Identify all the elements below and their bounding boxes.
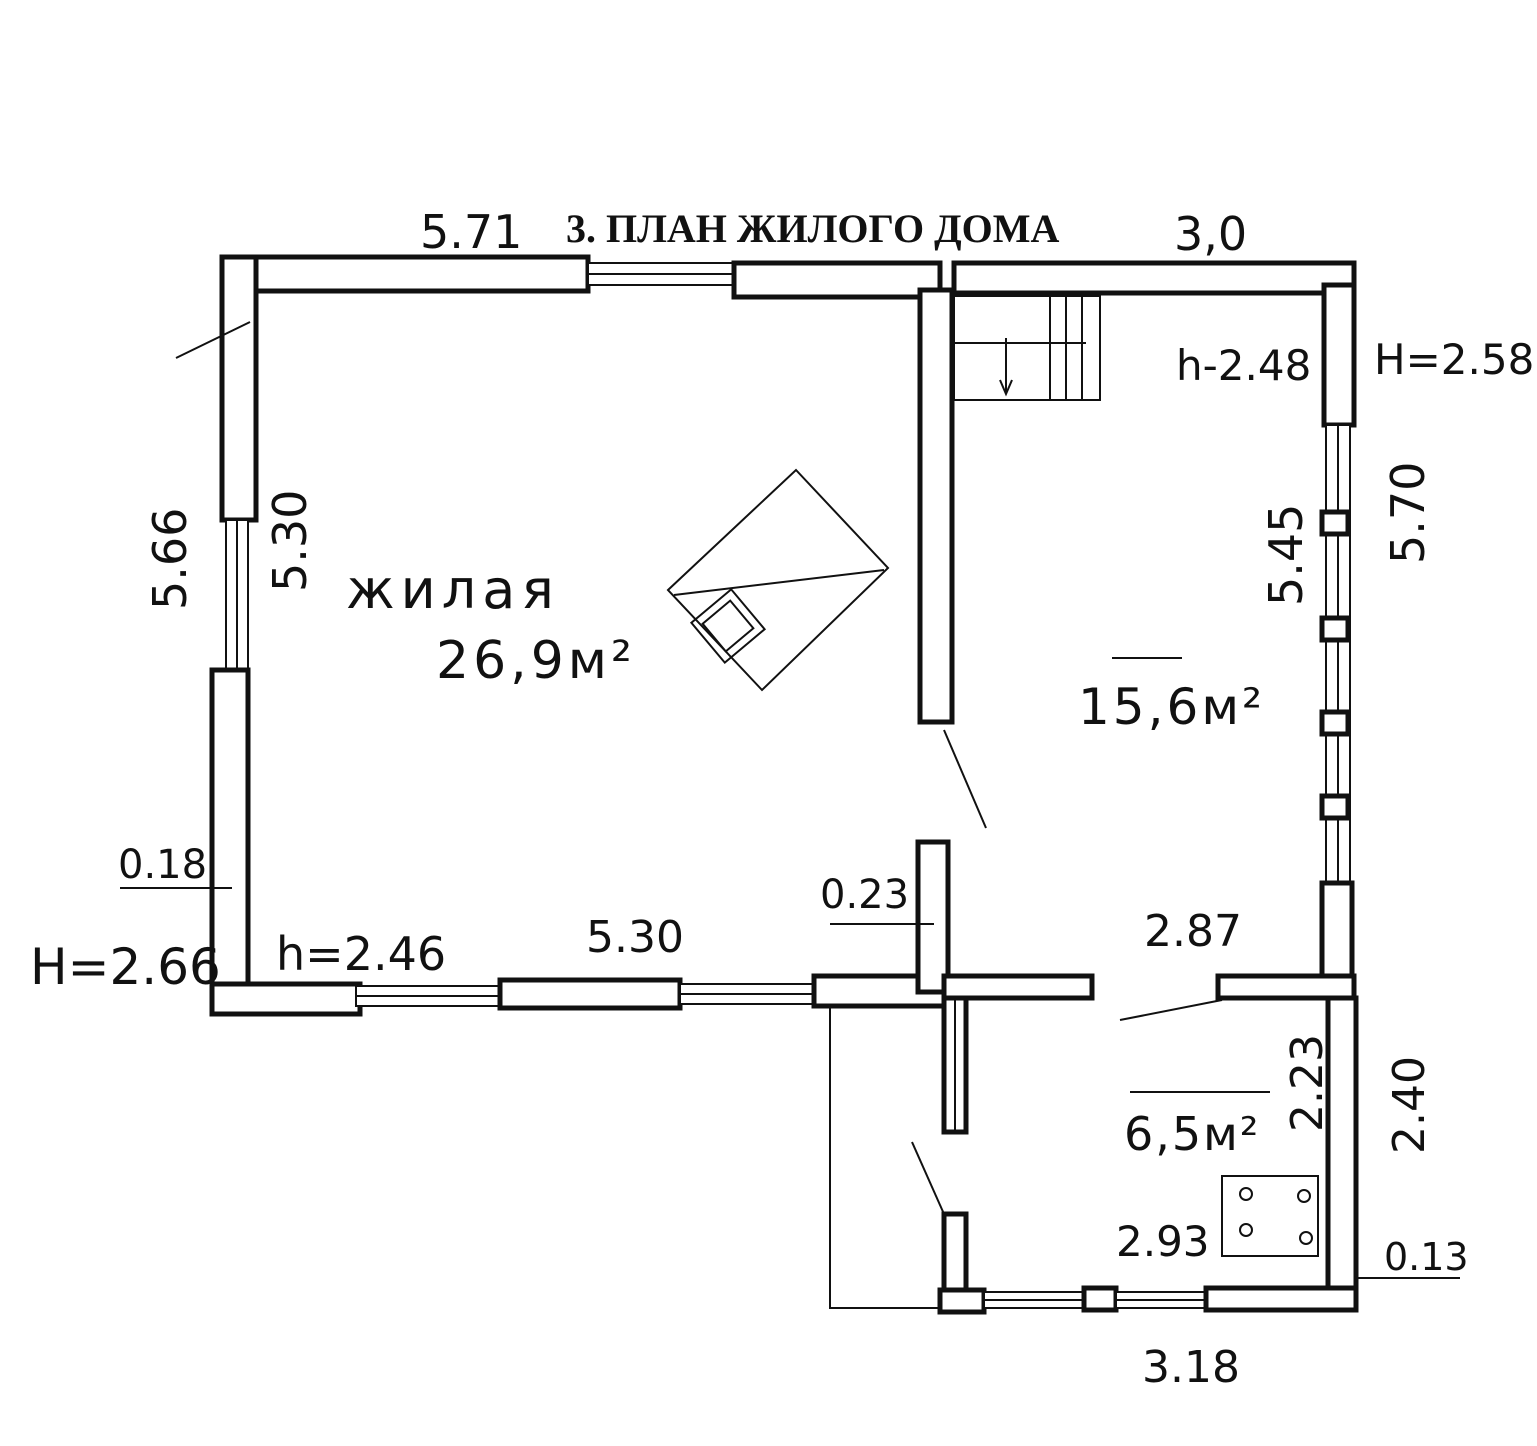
dim-top-right: 3,0 <box>1174 207 1247 261</box>
wall-left-upper <box>219 254 259 523</box>
dim-left-outer: 5.66 <box>143 508 197 610</box>
dim-left-inner: 5.30 <box>263 490 317 592</box>
wall-kitchen-top-right <box>1215 973 1357 1001</box>
thickness-partition: 0.23 <box>820 872 909 918</box>
dim-kitchen-height-outer: 2.40 <box>1384 1056 1435 1154</box>
partition-lower <box>915 839 951 995</box>
wall-left-lower <box>209 667 251 1017</box>
door-swing-partition <box>943 729 987 829</box>
cooker <box>1221 1175 1319 1257</box>
dim-bottom-inner: 5.30 <box>586 912 684 963</box>
dim-top-left: 5.71 <box>420 205 522 259</box>
wall-bottom-left <box>209 981 363 1017</box>
staircase <box>953 295 1101 401</box>
veranda-outline <box>829 1006 940 1309</box>
door-swing-entrance <box>911 1141 945 1215</box>
kitchen-mullion <box>1081 1285 1119 1313</box>
wall-bottom-middle <box>497 977 683 1011</box>
stove <box>666 468 890 692</box>
kitchen-left-wall-lower <box>941 1211 969 1293</box>
wall-top-middle <box>731 260 943 300</box>
page-title: 3. ПЛАН ЖИЛОГО ДОМА <box>566 206 1059 251</box>
dim-kitchen-inner-width: 2.93 <box>1116 1217 1210 1266</box>
room-area-right: 15,6м² <box>1078 678 1265 736</box>
kitchen-bottom-wall <box>1203 1285 1359 1313</box>
wall-kitchen-top-left <box>941 973 1095 1001</box>
mullion-1 <box>1319 509 1351 537</box>
dim-right-outer: 5.70 <box>1381 462 1435 564</box>
dim-kitchen-height-inner: 2.23 <box>1282 1034 1333 1132</box>
partition-upper <box>917 287 955 725</box>
height-left-outer: H=2.66 <box>30 938 221 996</box>
room-label-living: жилая <box>346 558 560 621</box>
door-swing-kitchen <box>1119 999 1223 1021</box>
height-right-inner: h-2.48 <box>1176 341 1311 390</box>
room-area-living: 26,9м² <box>436 631 636 691</box>
thickness-left-wall: 0.18 <box>118 842 207 888</box>
thickness-kitchen-wall: 0.13 <box>1384 1235 1469 1279</box>
room-area-kitchen: 6,5м² <box>1124 1107 1260 1161</box>
mullion-2 <box>1319 615 1351 643</box>
mullion-4 <box>1319 793 1351 821</box>
dim-kitchen-bottom: 3.18 <box>1142 1342 1240 1393</box>
wall-top-left <box>219 254 591 294</box>
height-left-inner: h=2.46 <box>276 927 446 981</box>
dim-leader-top-left <box>175 321 251 359</box>
dim-kitchen-width: 2.87 <box>1144 906 1242 957</box>
kitchen-bottom-corner <box>937 1287 987 1315</box>
dim-right-inner: 5.45 <box>1259 504 1313 606</box>
mullion-3 <box>1319 709 1351 737</box>
wall-right-upper <box>1321 282 1357 428</box>
wall-top-right <box>951 260 1357 296</box>
kitchen-right-wall <box>1325 995 1359 1305</box>
height-right-outer: H=2.58 <box>1374 335 1534 384</box>
